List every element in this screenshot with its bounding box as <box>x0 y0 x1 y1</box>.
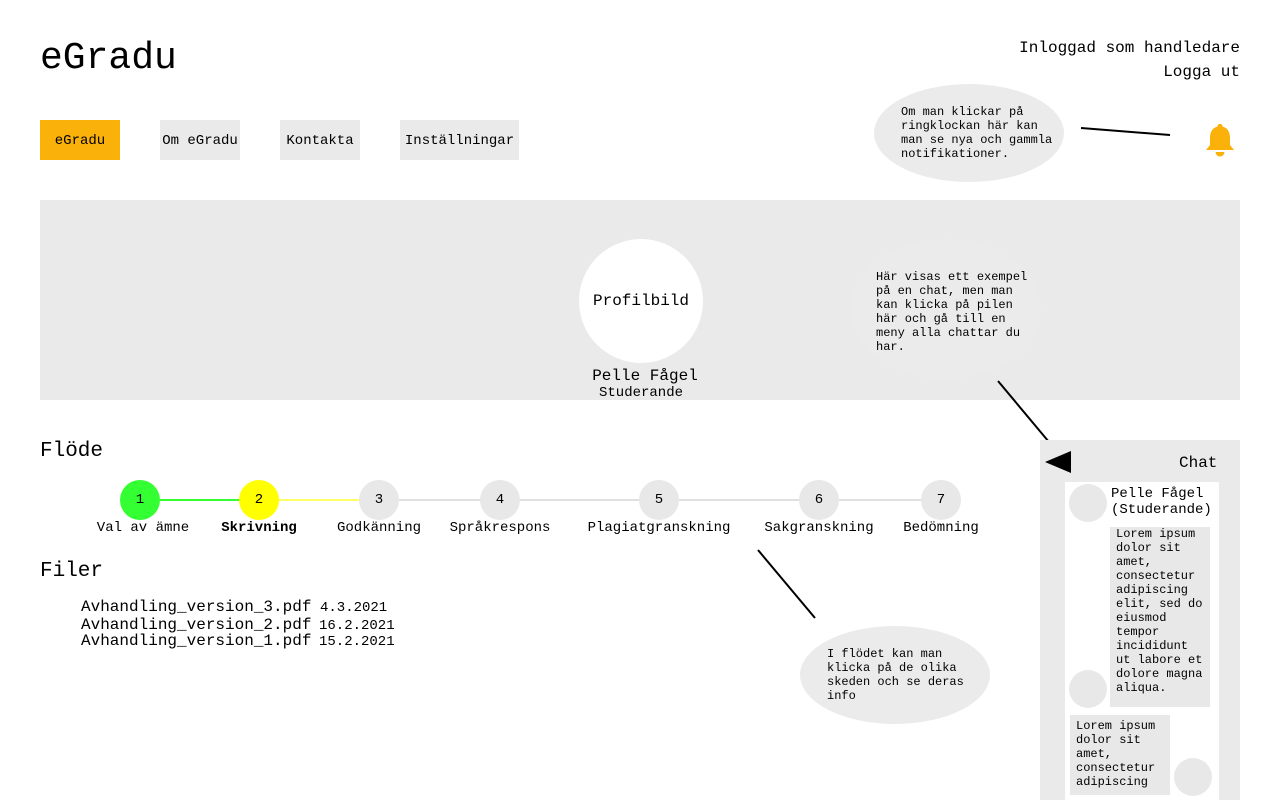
flow-step-1[interactable]: 1 <box>120 480 160 520</box>
files-title: Filer <box>40 560 104 583</box>
flow-step-label-current: Skrivning <box>221 520 297 536</box>
flow-connector <box>279 499 360 501</box>
annotation-flow: I flödet kan man klicka på de olika sked… <box>800 626 990 724</box>
file-link[interactable]: Avhandling_version_1.pdf <box>81 632 312 650</box>
logged-in-status: Inloggad som handledare <box>1019 39 1240 57</box>
flow-step-number: 5 <box>654 492 664 508</box>
app-title: eGradu <box>40 37 177 80</box>
file-date: 4.3.2021 <box>320 600 388 616</box>
chat-menu-arrow-icon[interactable] <box>1044 450 1074 474</box>
nav-tab-om-egradu[interactable]: Om eGradu <box>160 120 240 160</box>
flow-step-7[interactable]: 7 <box>921 480 961 520</box>
flow-step-label: Godkänning <box>336 520 422 536</box>
chat-title: Chat <box>1179 454 1218 472</box>
nav-tab-kontakta[interactable]: Kontakta <box>280 120 360 160</box>
flow-step-2[interactable]: 2 <box>239 480 279 520</box>
chat-contact-role: (Studerande) <box>1111 502 1212 518</box>
flow-step-number: 6 <box>814 492 824 508</box>
flow-step-label: Sakgranskning <box>764 520 874 536</box>
flow-step-3[interactable]: 3 <box>359 480 399 520</box>
contact-avatar <box>1069 670 1107 708</box>
bell-icon[interactable] <box>1203 122 1237 158</box>
logout-link[interactable]: Logga ut <box>1163 63 1240 81</box>
flow-step-number: 7 <box>936 492 946 508</box>
flow-step-6[interactable]: 6 <box>799 480 839 520</box>
chat-message-sent: Lorem ipsum dolor sit amet, consectetur … <box>1070 715 1170 795</box>
profile-role: Studerande <box>598 385 683 401</box>
flow-step-label: Bedömning <box>903 520 979 536</box>
annotation-pointer-line <box>997 380 1055 449</box>
flow-step-number: 4 <box>495 492 505 508</box>
flow-step-number: 3 <box>374 492 384 508</box>
flow-connector <box>679 499 800 501</box>
annotation-chat: Här visas ett exempel på en chat, men ma… <box>851 239 1041 379</box>
file-link[interactable]: Avhandling_version_3.pdf <box>81 598 312 616</box>
flow-step-number: 2 <box>254 492 264 508</box>
profile-picture: Profilbild <box>579 239 703 363</box>
flow-step-label: Språkrespons <box>449 520 551 536</box>
flow-step-label: Plagiatgranskning <box>587 520 731 536</box>
profile-name: Pelle Fågel <box>592 367 698 385</box>
profile-picture-label: Profilbild <box>592 292 689 310</box>
file-link[interactable]: Avhandling_version_2.pdf <box>81 616 312 634</box>
annotation-pointer-line <box>757 549 816 619</box>
file-date: 16.2.2021 <box>319 618 395 634</box>
chat-contact-name: Pelle Fågel <box>1111 486 1204 502</box>
flow-step-4[interactable]: 4 <box>480 480 520 520</box>
flow-connector <box>839 499 922 501</box>
file-date: 15.2.2021 <box>319 634 395 650</box>
flow-connector <box>399 499 481 501</box>
flow-step-number: 1 <box>135 492 145 508</box>
flow-connector <box>520 499 640 501</box>
nav-tab-egradu[interactable]: eGradu <box>40 120 120 160</box>
user-avatar <box>1174 758 1212 796</box>
chat-message-received: Lorem ipsum dolor sit amet, consectetur … <box>1110 527 1210 707</box>
annotation-notifications: Om man klickar på ringklockan här kan ma… <box>874 84 1064 182</box>
flow-step-label: Val av ämne <box>96 520 190 536</box>
nav-tab-installningar[interactable]: Inställningar <box>400 120 519 160</box>
flow-step-5[interactable]: 5 <box>639 480 679 520</box>
contact-avatar <box>1069 484 1107 522</box>
flow-connector <box>160 499 240 501</box>
annotation-pointer-line <box>1080 127 1171 136</box>
flow-title: Flöde <box>40 440 104 463</box>
